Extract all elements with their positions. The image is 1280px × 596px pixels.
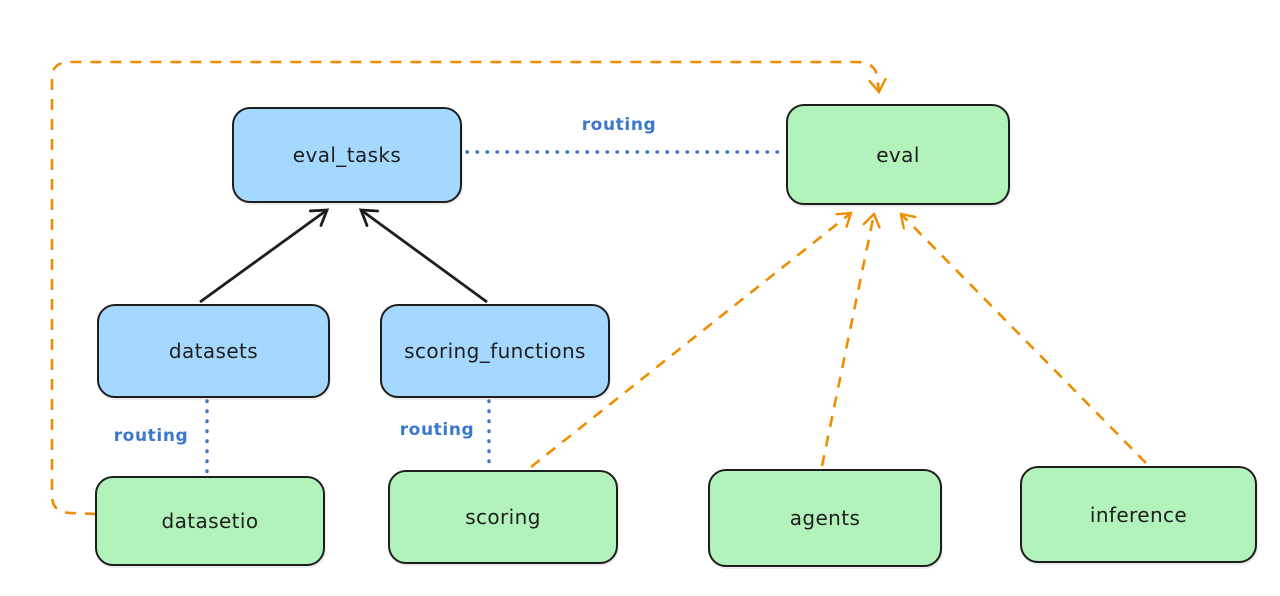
node-scoring-functions[interactable]: scoring_functions (380, 304, 610, 398)
routing-label-top: routing (581, 115, 657, 135)
node-datasets[interactable]: datasets (97, 304, 330, 398)
node-inference-label: inference (1089, 502, 1188, 527)
node-agents-label: agents (789, 506, 861, 530)
node-agents[interactable]: agents (708, 469, 942, 567)
edge-agents-to-eval-dashed (820, 211, 881, 467)
edge-datasetio-to-eval-loop-dashed (50, 60, 887, 516)
node-eval-label: eval (876, 142, 920, 167)
node-inference[interactable]: inference (1020, 466, 1257, 563)
edge-datasets-to-eval-tasks (199, 208, 330, 304)
node-scoring-label: scoring (465, 505, 541, 529)
node-eval-tasks-label: eval_tasks (292, 143, 402, 167)
edge-inference-to-eval-dashed (899, 212, 1147, 464)
edge-scoring-functions-to-eval-tasks (358, 208, 488, 304)
routing-label-datasets: routing (113, 426, 189, 446)
node-scoring[interactable]: scoring (388, 470, 618, 564)
routing-label-scoring: routing (399, 420, 475, 440)
node-eval-tasks[interactable]: eval_tasks (232, 107, 462, 203)
node-datasetio[interactable]: datasetio (95, 476, 325, 566)
node-datasetio-label: datasetio (161, 509, 259, 533)
node-eval[interactable]: eval (786, 104, 1010, 205)
node-datasets-label: datasets (168, 339, 259, 363)
node-scoring-functions-label: scoring_functions (404, 339, 586, 363)
